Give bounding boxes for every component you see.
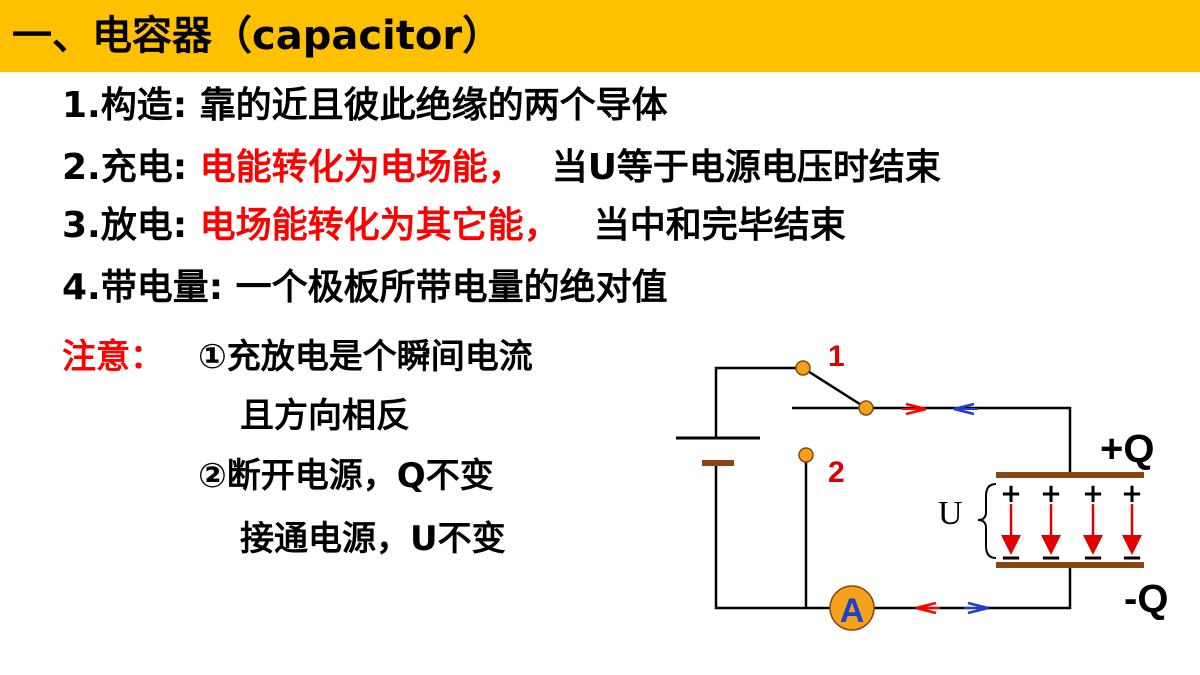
point-3-rest-text: 当中和完毕结束 (593, 205, 846, 246)
point-4: 4.带电量: 一个极板所带电量的绝对值 (62, 264, 668, 312)
voltage-brace (977, 483, 997, 559)
terminal-2-label: 2 (828, 456, 845, 489)
plate-charge-plus: + (1000, 479, 1022, 509)
capacitor-field: + + + + − − − − (1000, 479, 1143, 573)
note-label: 注意： (62, 337, 164, 377)
point-3-label: 放电: (100, 205, 200, 246)
switch-pivot (858, 400, 874, 416)
capacitor-bottom-plate (996, 562, 1144, 568)
note-1-line-2: 且方向相反 (240, 396, 410, 436)
point-3-number: 3. (62, 205, 101, 246)
voltage-label: U (938, 495, 963, 532)
note-2-line-2: 接通电源，U不变 (240, 519, 506, 559)
point-1-text: 靠的近且彼此绝缘的两个导体 (199, 85, 668, 126)
plate-charge-plus: + (1121, 479, 1143, 509)
capacitor-top-plate (996, 472, 1144, 478)
point-2-number: 2. (62, 147, 101, 188)
point-1: 1.构造: 靠的近且彼此绝缘的两个导体 (62, 82, 668, 130)
point-2: 2.充电: 电能转化为电场能， 当U等于电源电压时结束 (62, 144, 941, 192)
point-2-rest-text: 当U等于电源电压时结束 (551, 147, 941, 188)
point-2-red-text: 电能转化为电场能， (199, 147, 524, 188)
point-1-label: 构造: (100, 85, 200, 126)
switch-contact-1 (795, 360, 811, 376)
point-2-label: 充电: (100, 147, 200, 188)
point-1-number: 1. (62, 85, 101, 126)
note-2-line-1: ②断开电源，Q不变 (198, 456, 494, 496)
ammeter-label: A (840, 592, 865, 630)
plus-q-label: +Q (1100, 427, 1154, 471)
note-1-line-1: ①充放电是个瞬间电流 (198, 337, 533, 377)
plate-charge-plus: + (1082, 479, 1104, 509)
point-4-label: 带电量: (100, 267, 236, 308)
point-3: 3.放电: 电场能转化为其它能， 当中和完毕结束 (62, 202, 846, 250)
terminal-1-label: 1 (828, 340, 845, 373)
plate-charge-plus: + (1040, 479, 1062, 509)
point-4-number: 4. (62, 267, 101, 308)
title-bar: 一、电容器（capacitor） (0, 0, 1200, 72)
switch-contact-2 (798, 447, 814, 463)
minus-q-label: -Q (1124, 577, 1168, 621)
page-title: 一、电容器（capacitor） (12, 13, 503, 59)
point-4-text: 一个极板所带电量的绝对值 (235, 267, 668, 308)
point-3-red-text: 电场能转化为其它能， (199, 205, 560, 246)
ammeter (829, 585, 875, 631)
